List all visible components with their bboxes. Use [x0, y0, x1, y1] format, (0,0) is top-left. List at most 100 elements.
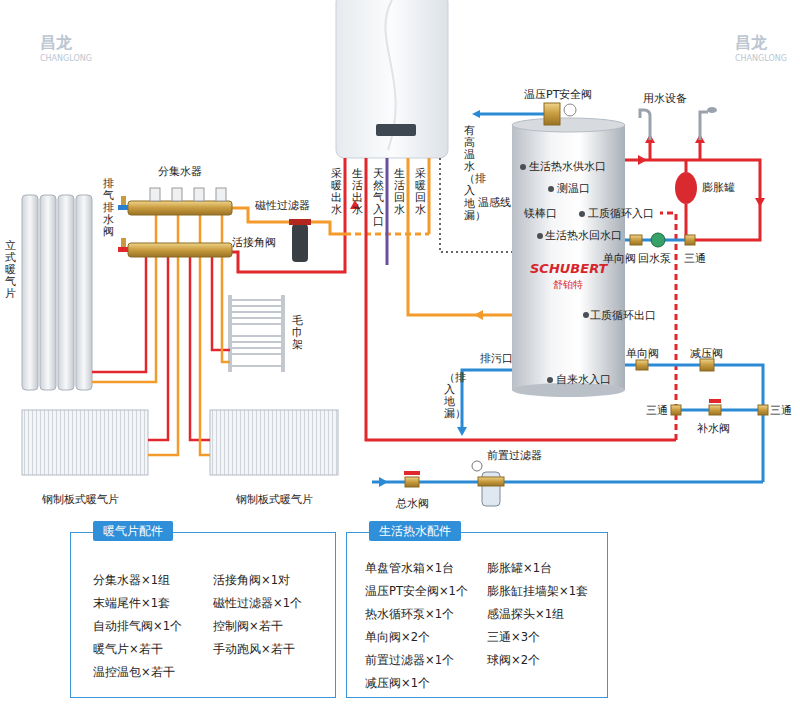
- dhw-pipes-part: [372, 481, 763, 484]
- part-label: 排污口: [480, 352, 513, 365]
- manifold-part: [216, 188, 226, 201]
- arrows-part: [379, 477, 388, 487]
- parts-list-item: 感温探头×1组: [487, 607, 564, 621]
- part-label: 生活热水回水口: [545, 229, 622, 242]
- dhw-pipes-part: [478, 113, 544, 116]
- fittings-part: [709, 399, 721, 403]
- part-label: 天然气入口: [373, 168, 384, 228]
- part-label: 三通: [646, 404, 668, 417]
- parts-list-item: 控制阀×若干: [213, 619, 283, 633]
- arrows-part: [474, 310, 483, 320]
- magnetic-filter-part: [289, 219, 311, 225]
- manifold-part: [194, 188, 204, 201]
- fittings-part: [564, 104, 576, 116]
- water-tank-part: [579, 211, 585, 217]
- water-tank-part: [548, 186, 554, 192]
- part-label: 镁棒口: [524, 207, 557, 220]
- water-tank-part: [512, 118, 625, 132]
- part-label: 采暖回水: [415, 168, 426, 216]
- part-label: 三通: [770, 404, 792, 417]
- fittings-part: [404, 471, 420, 475]
- parts-list-item: 减压阀×1个: [365, 676, 430, 690]
- panel-radiator: [22, 410, 338, 475]
- panel-radiator-part: [22, 410, 148, 475]
- part-label: 生活回水: [394, 168, 405, 216]
- manifold-part: [128, 243, 232, 257]
- parts-list-item: 温压PT安全阀×1个: [365, 584, 468, 598]
- manifold-part: [121, 238, 126, 247]
- part-label: 有高温水（排入地漏）: [464, 125, 475, 222]
- manifold-part: [121, 196, 126, 205]
- water-tank-part: [537, 233, 543, 239]
- part-label: 自来水入口: [556, 373, 611, 386]
- manifold-part: [128, 201, 232, 215]
- parts-list-panel: 生活热水配件单盘管水箱×1台温压PT安全阀×1个热水循环泵×1个单向阀×2个前置…: [346, 532, 608, 698]
- fittings-part: [478, 477, 504, 486]
- fittings-part: [651, 233, 665, 247]
- fittings-part: [758, 405, 768, 415]
- part-label: 分集水器: [158, 165, 202, 178]
- watermark: 昌龙: [735, 34, 767, 52]
- part-label: 活接角阀: [232, 236, 276, 249]
- vertical-radiator-part: [58, 195, 74, 390]
- part-label: 采暖出水: [331, 168, 342, 216]
- part-label: 排气排水阀: [103, 178, 114, 238]
- part-label: 毛巾架: [292, 315, 303, 351]
- part-label: 补水阀: [697, 422, 730, 435]
- fittings-part: [640, 110, 650, 140]
- watermark: 昌龙: [40, 34, 72, 52]
- brand-name: 舒铂特: [553, 279, 583, 291]
- part-label: 温感线: [478, 196, 511, 209]
- panel-heading: 生活热水配件: [369, 521, 461, 541]
- radiator-pipes-part: [148, 257, 168, 440]
- parts-list-item: 暖气片×若干: [93, 642, 163, 656]
- towel-rack-part: [228, 295, 232, 372]
- radiator-pipes-part: [92, 257, 146, 372]
- magnetic-filter-part: [292, 224, 308, 262]
- part-label: 工质循环出口: [590, 309, 656, 322]
- fittings-part: [709, 405, 721, 415]
- parts-list-item: 三通×3个: [487, 630, 540, 644]
- fittings: [404, 103, 768, 506]
- vertical-radiator: [22, 195, 92, 390]
- arrows-part: [472, 110, 480, 118]
- parts-list-item: 膨胀缸挂墙架×1套: [487, 584, 588, 598]
- dhw-pipes-part: [625, 160, 760, 240]
- manifold-part: [118, 205, 128, 210]
- towel-rack: [230, 295, 283, 372]
- part-label: 单向阀: [603, 252, 636, 265]
- manifold-part: [118, 247, 128, 252]
- part-label: 减压阀: [690, 347, 723, 360]
- fittings-part: [700, 359, 714, 371]
- part-label: 膨胀罐: [702, 181, 735, 194]
- part-label: 三通: [684, 252, 706, 265]
- manifold-part: [150, 188, 160, 201]
- part-label: 温压PT安全阀: [524, 88, 592, 101]
- dhw-pipes-part: [625, 365, 763, 482]
- water-tank-part: [583, 312, 589, 318]
- arrows-part: [457, 427, 467, 436]
- dhw-pipes: [372, 114, 763, 482]
- fittings-part: [630, 235, 642, 245]
- dhw-pipes-part: [462, 370, 512, 428]
- parts-list-item: 活接角阀×1对: [213, 573, 290, 587]
- arrows-part: [755, 198, 765, 207]
- arrows-part: [638, 155, 647, 165]
- part-label: 立式暖气片: [5, 240, 16, 300]
- parts-list-item: 单盘管水箱×1台: [365, 561, 454, 575]
- parts-list-item: 磁性过滤器×1个: [213, 596, 302, 610]
- part-label: 磁性过滤器: [255, 199, 310, 212]
- part-label: 生活出水: [352, 168, 363, 216]
- part-label: 前置过滤器: [487, 449, 542, 462]
- parts-list-item: 手动跑风×若干: [213, 642, 295, 656]
- parts-list-item: 膨胀罐×1台: [487, 561, 552, 575]
- vertical-radiator-part: [22, 195, 38, 390]
- boiler-pipes-part: [428, 158, 431, 234]
- part-label: 测温口: [557, 182, 590, 195]
- manifold-part: [172, 188, 182, 201]
- part-label: 单向阀: [626, 347, 659, 360]
- boiler-part: [376, 124, 416, 136]
- fittings-part: [472, 461, 482, 471]
- fittings-part: [707, 107, 717, 113]
- boiler: [336, 0, 448, 158]
